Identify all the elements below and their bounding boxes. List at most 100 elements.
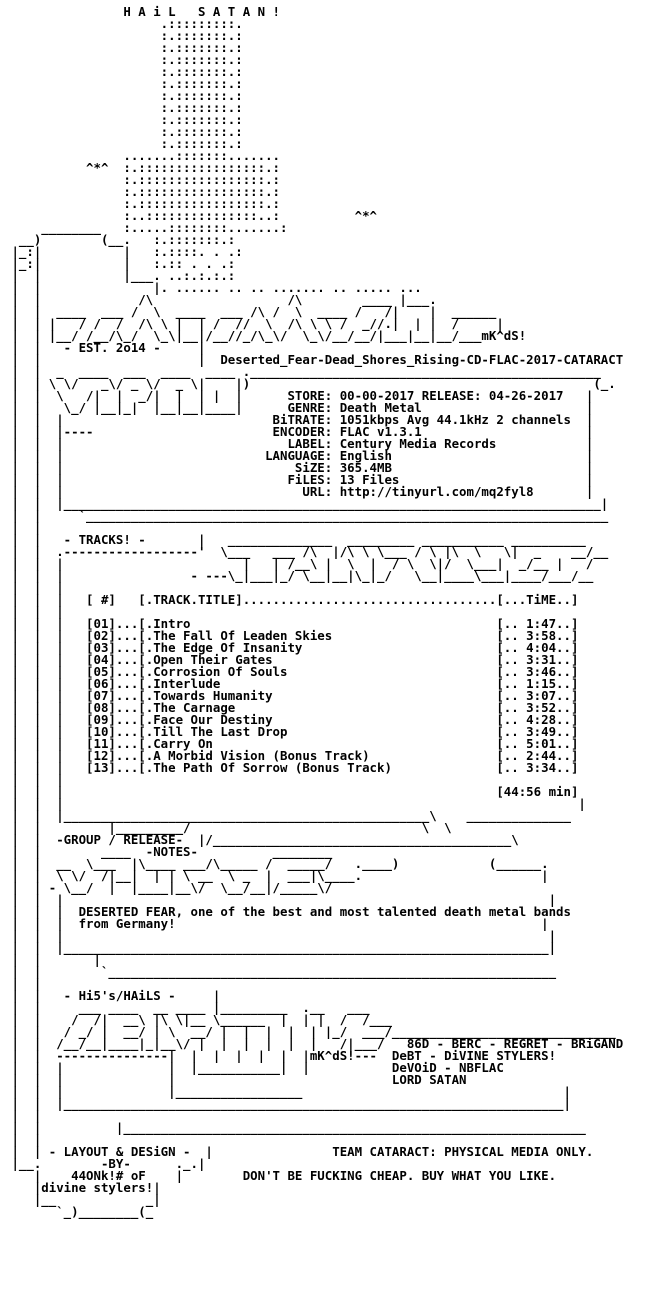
- nfo-line: | | |: [4, 580, 64, 595]
- nfo-line: :.:::::::::::::::::.:: [4, 184, 281, 199]
- nfo-line: | | | [04]...[.Open Their Gates [.. 3:31…: [4, 652, 579, 667]
- nfo-line: :.:::::::.:: [4, 136, 243, 151]
- nfo-line: |__ _|: [4, 1192, 161, 1207]
- nfo-line: | | | DESERTED FEAR, one of the best and…: [4, 904, 571, 919]
- nfo-line: | | | | | /__\ | \ | / \ \|/ \___| _/__ …: [4, 556, 594, 571]
- nfo-line: | | | FiLES: 13 Files |: [4, 472, 594, 487]
- nfo-line: .:::::::::.: [4, 16, 243, 31]
- nfo-line: | | | [08]...[.The Carnage [.. 3:52..]: [4, 700, 579, 715]
- nfo-line: .......:::::::.......: [4, 148, 281, 163]
- nfo-line: `_)________(_: [4, 1204, 154, 1219]
- nfo-line: | | | - ---\_|___|_/ \__|__|\_|_/ \__|__…: [4, 568, 594, 583]
- nfo-line: | | |___________________________________…: [4, 1096, 571, 1111]
- nfo-line: :.:::::::.:: [4, 52, 243, 67]
- nfo-line: | |: [4, 1132, 42, 1147]
- nfo-line: | | |_________/ \ \: [4, 820, 452, 835]
- nfo-line: | | /\ /\ ____ |___.: [4, 292, 437, 307]
- nfo-line: | | | URL: http://tinyurl.com/mq2fyl8 |: [4, 484, 594, 499]
- nfo-line: | | |___________________________________…: [4, 496, 609, 511]
- nfo-line: ^*^ :.:::::::::::::::::.:: [4, 160, 281, 175]
- nfo-line: | | |___________________________________…: [4, 940, 557, 955]
- nfo-line: | |: [4, 520, 42, 535]
- nfo-line: | | - TRACKS! - | ______________ _______…: [4, 532, 586, 547]
- nfo-line: | | | | |___________| | DeVOiD - NBFLAC: [4, 1060, 504, 1075]
- nfo-line: H A i L S A T A N !: [4, 4, 281, 19]
- nfo-line: | | | LABEL: Century Media Records |: [4, 436, 594, 451]
- nfo-line: | | |---- ENCODER: FLAC v1.3.1 |: [4, 424, 594, 439]
- nfo-line: | | | [44:56 min]: [4, 784, 579, 799]
- nfo-line: | | | / / / /\ \ | | / // \ /\ \ \ / _//…: [4, 316, 504, 331]
- nfo-line: | | | |: [4, 928, 557, 943]
- nfo-line: :.:::::::.:: [4, 88, 243, 103]
- nfo-line: | | | [05]...[.Corrosion Of Souls [.. 3:…: [4, 664, 579, 679]
- nfo-line: | | ___ ____ __ ____ |_________ .__ ___: [4, 1000, 370, 1015]
- nfo-line: | | - Hi5's/HAiLS - |: [4, 988, 221, 1003]
- nfo-line: | | _ ____ ___ ____ ____ .______________…: [4, 364, 601, 379]
- nfo-line: | | | [02]...[.The Fall Of Leaden Skies …: [4, 628, 579, 643]
- nfo-line: | | | |: [4, 796, 586, 811]
- nfo-line: | | \_/ |__|_| |__|__|____| GENRE: Death…: [4, 400, 594, 415]
- nfo-line: | | | | LORD SATAN: [4, 1072, 467, 1087]
- nfo-line: :.:::::::.:: [4, 112, 243, 127]
- nfo-line: | | | [10]...[.Till The Last Drop [.. 3:…: [4, 724, 579, 739]
- nfo-line: | | | [07]...[.Towards Humanity [.. 3:07…: [4, 688, 579, 703]
- nfo-line: | | | [01]...[.Intro [.. 1:47..]: [4, 616, 579, 631]
- nfo-line: | | \ \/ /|__| | | \ __ \ _ | ___|\____.…: [4, 868, 549, 883]
- nfo-line: | | |__/ /__/\_/ \_\|__|/__//_/\_\/ \_\/…: [4, 328, 527, 343]
- nfo-line: | | |___________________________________…: [4, 808, 571, 823]
- nfo-line: | | / _/ | __/ | \ __/ | | | | | |_/ ___…: [4, 1024, 616, 1039]
- nfo-line: | | / /| __\ |\ \|__ \______ | | | / /__…: [4, 1012, 392, 1027]
- nfo-line: | | `___________________________________…: [4, 508, 609, 523]
- nfo-line: | | | [09]...[.Face Our Destiny [.. 4:28…: [4, 712, 579, 727]
- nfo-line: | | | [06]...[.Interlude [.. 1:15..]: [4, 676, 579, 691]
- nfo-line: | | | [ #] [.TRACK.TITLE]...............…: [4, 592, 579, 607]
- nfo-line: | | |___. ..:.:.:.:: [4, 268, 236, 283]
- nfo-line: | | | Deserted_Fear-Dead_Shores_Rising-C…: [4, 352, 624, 367]
- nfo-document: H A i L S A T A N ! .:::::::::. :.::::::…: [4, 4, 624, 1219]
- nfo-line: :.:::::::::::::::::.:: [4, 196, 281, 211]
- nfo-line: | | ---------------| | | | | | |mK^dS!--…: [4, 1048, 557, 1063]
- nfo-line: | | | [03]...[.The Edge Of Insanity [.. …: [4, 640, 579, 655]
- nfo-line: | |: [4, 976, 42, 991]
- nfo-line: |_:| | :.::::. . .:: [4, 244, 243, 259]
- nfo-line: | | | BiTRATE: 1051kbps Avg 44.1kHz 2 ch…: [4, 412, 594, 427]
- nfo-line: :.:::::::::::::::::.:: [4, 172, 281, 187]
- nfo-line: | | | [13]...[.The Path Of Sorrow (Bonus…: [4, 760, 579, 775]
- nfo-line: | | | [11]...[.Carry On [.. 5:01..]: [4, 736, 579, 751]
- nfo-line: | | |: [4, 952, 101, 967]
- nfo-line: | 44ONk!# oF | DON'T BE FUCKING CHEAP. B…: [4, 1168, 557, 1183]
- nfo-line: :.:::::::.:: [4, 28, 243, 43]
- nfo-line: | | ____ ___ / \ ____ ___ /\ / \ ____ / …: [4, 304, 497, 319]
- nfo-line: | | .------------------' \___ ___ /\ |/\…: [4, 544, 609, 559]
- nfo-line: | | | [12]...[.A Morbid Vision (Bonus Tr…: [4, 748, 579, 763]
- nfo-line: | | | |: [4, 892, 557, 907]
- nfo-line: | | `___________________________________…: [4, 964, 557, 979]
- nfo-line: | | ____ -NOTES- ________: [4, 844, 333, 859]
- nfo-line: :.:::::::.:: [4, 64, 243, 79]
- nfo-line: | | \ /| | _/| | | | | STORE: 00-00-2017…: [4, 388, 594, 403]
- nfo-line: |_:| | :.:: . . .:: [4, 256, 236, 271]
- nfo-line: | | |___________________________________…: [4, 1120, 586, 1135]
- nfo-line: | | - EST. 2o14 - |: [4, 340, 206, 355]
- nfo-line: :.:::::::.:: [4, 40, 243, 55]
- nfo-line: | | | from Germany! |: [4, 916, 549, 931]
- nfo-line: |__. -BY- ._.|: [4, 1156, 206, 1171]
- nfo-line: :.:::::::.:: [4, 100, 243, 115]
- nfo-line: | | \ \/ _\/ _ \/ _ \| |) (_.: [4, 376, 616, 391]
- nfo-line: | | |. ...... .. .. ....... .. ..... ...: [4, 280, 422, 295]
- nfo-line: __) (__. :.:::::::.:: [4, 232, 236, 247]
- nfo-line: | | |: [4, 772, 64, 787]
- nfo-line: | |: [4, 1108, 42, 1123]
- nfo-line: | | - \__/ | |____|__\/ \__/__|/_____\/: [4, 880, 333, 895]
- nfo-line: | | /__/__|____|_|__\/ | | | | | | /|___…: [4, 1036, 624, 1051]
- nfo-line: | | - LAYOUT & DESiGN - | TEAM CATARACT:…: [4, 1144, 594, 1159]
- nfo-line: :.:::::::.:: [4, 76, 243, 91]
- nfo-line: ________ :.....::::::::.......:: [4, 220, 288, 235]
- nfo-line: | | __ \___ |\____ ___/\_____ / _____/ .…: [4, 856, 549, 871]
- nfo-line: | | |: [4, 604, 64, 619]
- nfo-line: |divine stylers!|: [4, 1180, 161, 1195]
- nfo-line: | | -GROUP / RELEASE- |/________________…: [4, 832, 519, 847]
- nfo-line: | | | SiZE: 365.4MB |: [4, 460, 594, 475]
- nfo-line: :..:::::::::::::::..: ^*^: [4, 208, 377, 223]
- nfo-line: :.:::::::.:: [4, 124, 243, 139]
